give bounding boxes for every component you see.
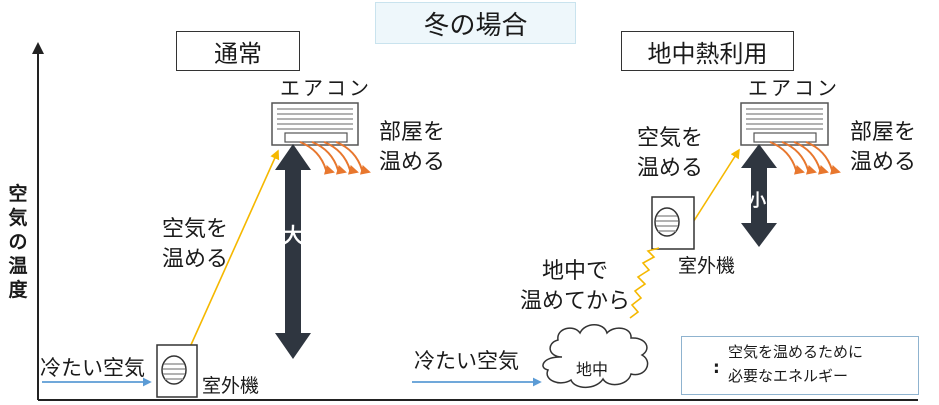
warming-line-left [185,149,280,357]
energy-small-label: 小 [749,191,766,211]
warm-airflow-right [769,141,841,175]
heading-geothermal: 地中熱利用 [621,31,794,71]
y-axis-label: 空気の温度 [8,183,28,301]
energy-arrow-large [275,144,311,359]
warm-airflow-left [299,141,371,175]
outdoor-unit-right-label: 室外機 [678,255,736,277]
outdoor-unit-left-label: 室外機 [202,375,260,397]
legend-colon: : [713,358,720,378]
heading-normal: 通常 [176,31,300,71]
page-title: 冬の場合 [375,2,576,44]
room-warm-left: 部屋を 温める [379,120,446,175]
ground-warm-label: 地中で 温めてから [520,259,631,314]
cold-air-right: 冷たい空気 [414,349,519,373]
outdoor-unit-right-icon [651,196,695,250]
air-warm-left: 空気を 温める [162,217,229,272]
aircon-left-label: エアコン [280,76,372,100]
ground-cloud-icon [542,324,649,389]
aircon-right-icon [740,102,829,146]
legend-box [681,336,919,395]
cloud-label: 地中 [576,360,609,379]
warming-line-right [689,148,740,228]
energy-large-label: 大 [283,223,303,247]
aircon-left-icon [271,102,359,146]
legend-text: 空気を温めるために 必要なエネルギー [728,343,864,385]
air-warm-right: 空気を 温める [637,126,704,181]
outdoor-unit-left-icon [156,344,198,398]
energy-arrow-small [741,144,777,247]
aircon-right-label: エアコン [748,76,840,100]
room-warm-right: 部屋を 温める [850,120,917,175]
ground-heat-zigzag [629,247,660,319]
cold-air-left: 冷たい空気 [40,356,145,380]
